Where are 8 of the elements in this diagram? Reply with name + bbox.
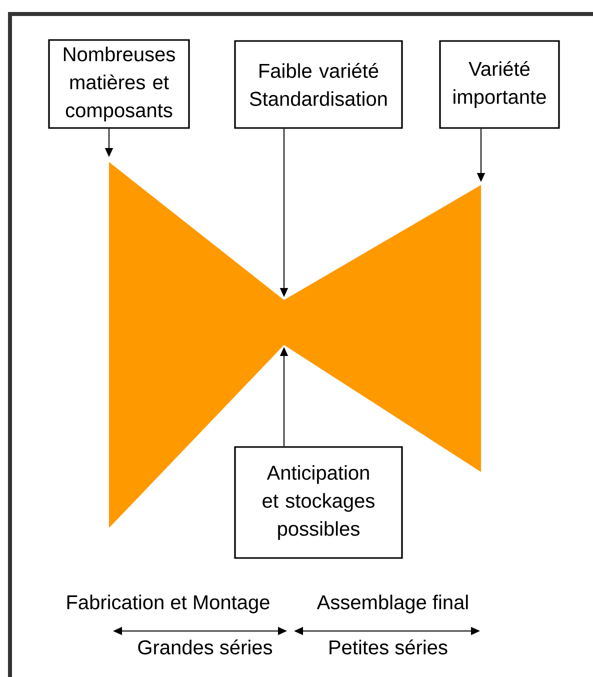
text-box: Anticipation et stockages possibles [234, 446, 403, 559]
phase-label: Fabrication et Montage [67, 594, 270, 614]
phase-label: Petites séries [330, 640, 448, 654]
text-box: Faible variété Standardisation [234, 40, 403, 129]
text-box: Nombreuses matières et composants [48, 39, 190, 129]
text-box: Variété importante [439, 40, 560, 129]
phase-label: Grandes séries [138, 640, 272, 654]
phase-label: Assemblage final [316, 594, 468, 614]
